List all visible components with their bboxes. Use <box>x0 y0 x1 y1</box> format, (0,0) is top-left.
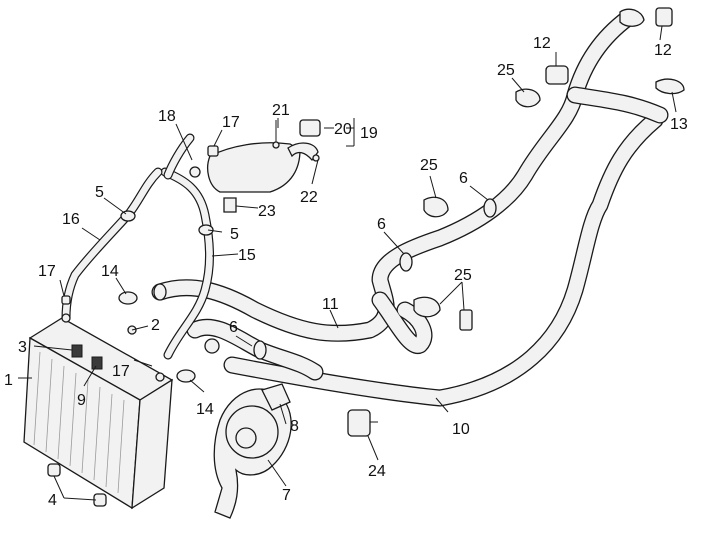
fan-bracket-8 <box>261 383 291 411</box>
hose-16 <box>61 167 163 323</box>
callout-5b: 5 <box>230 226 239 243</box>
callout-14b: 14 <box>196 401 214 418</box>
callout-20: 20 <box>334 121 352 138</box>
sensor-24 <box>347 409 378 437</box>
callout-16: 16 <box>62 211 80 228</box>
callout-15: 15 <box>238 247 256 264</box>
callout-4: 4 <box>48 492 57 509</box>
clamp-13 <box>655 78 685 95</box>
callout-5a: 5 <box>95 184 104 201</box>
cooling-fan <box>213 383 292 519</box>
breather-22 <box>312 154 320 162</box>
callout-6b: 6 <box>377 216 386 233</box>
radiator <box>23 313 174 510</box>
clamp-17 <box>61 145 219 305</box>
hose-10 <box>223 111 664 407</box>
radiator-bracket-9 <box>91 356 103 370</box>
callout-11: 11 <box>322 296 339 313</box>
screw-21 <box>272 141 280 149</box>
callout-3: 3 <box>18 339 27 356</box>
radiator-bracket-3 <box>71 344 83 358</box>
clamp-6 <box>253 198 497 360</box>
callout-18: 18 <box>158 108 176 125</box>
hose-11-loop <box>371 291 433 354</box>
clamp-25-low <box>413 296 473 331</box>
callout-12b: 12 <box>533 35 551 52</box>
clamp-12-mid <box>545 65 569 85</box>
callout-23: 23 <box>258 203 276 220</box>
hose-18 <box>163 133 195 180</box>
callout-21: 21 <box>272 102 290 119</box>
callout-17b: 17 <box>222 114 240 131</box>
tank-cap-20 <box>299 119 321 137</box>
hose-11-branch <box>566 86 669 124</box>
callout-6c: 6 <box>229 319 238 336</box>
callout-19: 19 <box>360 125 378 142</box>
callout-25b: 25 <box>420 157 438 174</box>
clamp-12-top <box>619 7 673 27</box>
callout-17a: 17 <box>38 263 56 280</box>
callout-6a: 6 <box>459 170 468 187</box>
expansion-tank <box>189 119 321 213</box>
hose-15 <box>160 167 215 360</box>
callout-12a: 12 <box>654 42 672 59</box>
callout-2: 2 <box>151 317 160 334</box>
radiator-fins <box>33 351 125 494</box>
tank-neck <box>287 142 319 162</box>
callout-22: 22 <box>300 189 318 206</box>
radiator-inlet-17b <box>155 372 165 382</box>
leader-lines <box>18 25 677 501</box>
clamp-5 <box>120 210 214 236</box>
clamp-25-mid <box>423 196 449 218</box>
callout-14a: 14 <box>101 263 119 280</box>
callout-8: 8 <box>290 418 299 435</box>
callout-25c: 25 <box>454 267 472 284</box>
callout-labels: 1 2 3 4 5 5 6 6 6 7 8 9 10 11 12 12 13 1… <box>4 35 688 509</box>
callout-1: 1 <box>4 372 13 389</box>
callout-10: 10 <box>452 421 470 438</box>
tank-clip <box>189 166 201 178</box>
grommet-23 <box>223 197 237 213</box>
clamp-25-top <box>515 88 541 108</box>
callout-25a: 25 <box>497 62 515 79</box>
callout-24: 24 <box>368 463 386 480</box>
callout-17c: 17 <box>112 363 130 380</box>
callout-13: 13 <box>670 116 688 133</box>
hose-11 <box>151 9 637 342</box>
radiator-inlet-17 <box>61 313 71 323</box>
clamp-14 <box>118 283 220 383</box>
callout-9: 9 <box>77 392 86 409</box>
callout-7: 7 <box>282 487 291 504</box>
